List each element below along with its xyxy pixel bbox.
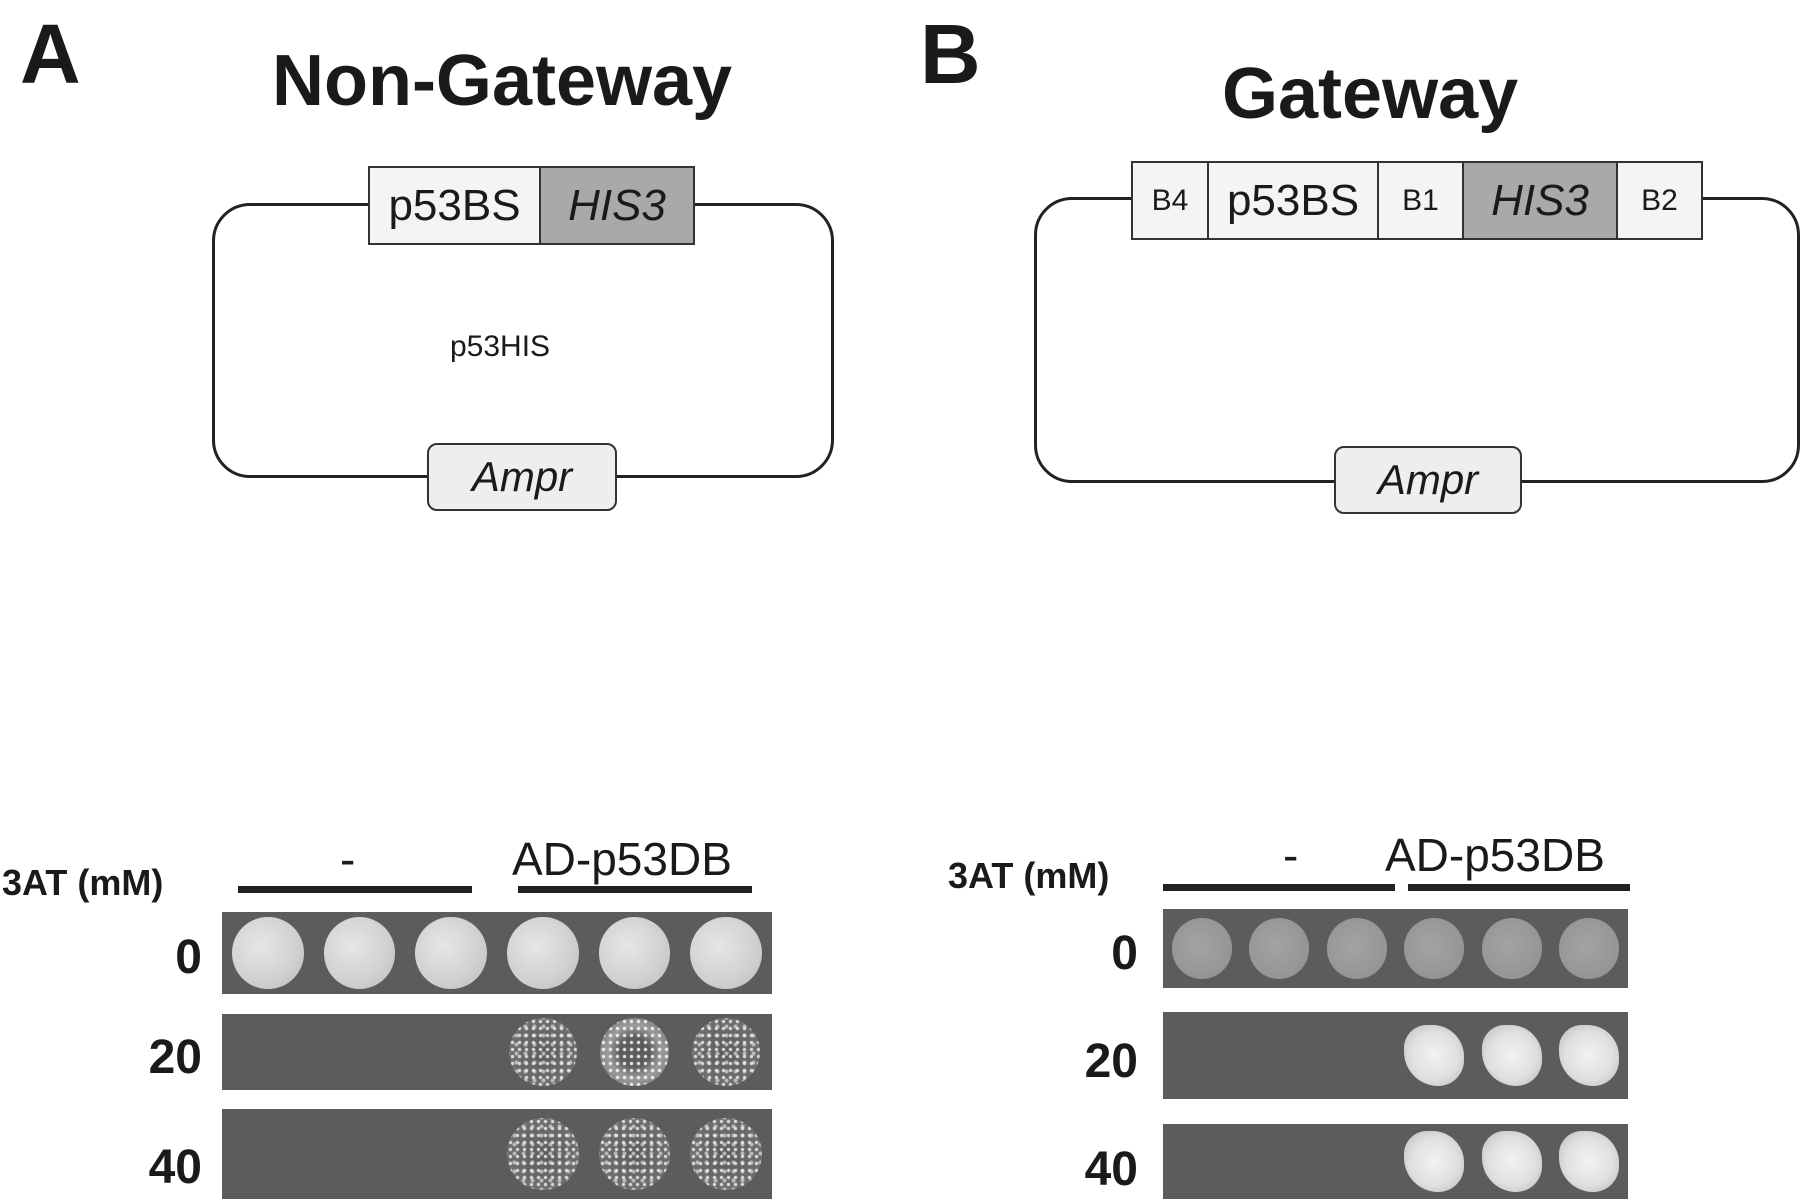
plate-strip-0-b: [1163, 909, 1628, 988]
growth-spot: [1249, 1131, 1309, 1191]
growth-spot: [1327, 1131, 1387, 1191]
segment-b4-b: B4: [1131, 161, 1209, 240]
group-bar-neg-b: [1163, 884, 1395, 891]
row-label-0-a: 0: [122, 930, 202, 985]
segment-his3-b: HIS3: [1462, 161, 1618, 240]
growth-spot: [1249, 918, 1309, 978]
plate-strip-20-b: [1163, 1012, 1628, 1099]
growth-spot: [1559, 1131, 1619, 1191]
growth-spot: [690, 917, 762, 989]
group-label-ad-b: AD-p53DB: [1385, 828, 1605, 882]
panel-title-a: Non-Gateway: [272, 45, 732, 117]
growth-spot: [1249, 1025, 1309, 1085]
group-bar-ad-b: [1408, 884, 1630, 891]
growth-spot: [1172, 918, 1232, 978]
row-label-40-a: 40: [122, 1140, 202, 1195]
plasmid-name-a: p53HIS: [450, 330, 550, 364]
panel-letter-b: B: [920, 12, 981, 96]
segment-b1-b: B1: [1377, 161, 1464, 240]
growth-spot: [1559, 918, 1619, 978]
growth-spot: [1482, 918, 1542, 978]
growth-spot: [1559, 1025, 1619, 1085]
growth-spot: [417, 1018, 485, 1086]
segment-b2-b: B2: [1616, 161, 1703, 240]
panel-letter-a: A: [20, 12, 81, 96]
plate-strip-40-b: [1163, 1124, 1628, 1199]
growth-spot: [507, 917, 579, 989]
group-bar-neg-a: [238, 886, 472, 893]
growth-spot: [509, 1018, 577, 1086]
group-label-neg-a: -: [340, 832, 355, 886]
row-label-20-b: 20: [1058, 1034, 1138, 1089]
group-label-ad-a: AD-p53DB: [512, 832, 732, 886]
growth-spot: [415, 917, 487, 989]
row-label-20-a: 20: [122, 1030, 202, 1085]
row-label-40-b: 40: [1058, 1142, 1138, 1197]
growth-spot: [599, 1118, 671, 1190]
plate-strip-20-a: [222, 1014, 772, 1090]
growth-spot: [415, 1118, 487, 1190]
growth-spot: [325, 1018, 393, 1086]
segment-p53bs-a: p53BS: [368, 166, 541, 245]
label-3at-a: 3AT (mM): [2, 862, 163, 904]
growth-spot: [1404, 1025, 1464, 1085]
marker-ampr-a: Ampr: [427, 443, 617, 511]
growth-spot: [690, 1118, 762, 1190]
panel-title-b: Gateway: [1222, 58, 1518, 130]
growth-spot: [599, 917, 671, 989]
growth-spot: [1327, 1025, 1387, 1085]
growth-spot: [324, 917, 396, 989]
growth-spot: [692, 1018, 760, 1086]
growth-spot: [1404, 1131, 1464, 1191]
segment-his3-a: HIS3: [539, 166, 695, 245]
growth-spot: [232, 1118, 304, 1190]
growth-spot: [507, 1118, 579, 1190]
marker-ampr-b: Ampr: [1334, 446, 1522, 514]
growth-spot: [600, 1018, 668, 1086]
segment-p53bs-b: p53BS: [1207, 161, 1379, 240]
group-bar-ad-a: [518, 886, 752, 893]
label-3at-b: 3AT (mM): [948, 855, 1109, 897]
group-label-neg-b: -: [1283, 828, 1298, 882]
growth-spot: [324, 1118, 396, 1190]
growth-spot: [1172, 1131, 1232, 1191]
growth-spot: [232, 917, 304, 989]
growth-spot: [1482, 1131, 1542, 1191]
plate-strip-40-a: [222, 1109, 772, 1199]
growth-spot: [1172, 1025, 1232, 1085]
growth-spot: [234, 1018, 302, 1086]
plate-strip-0-a: [222, 912, 772, 994]
growth-spot: [1327, 918, 1387, 978]
row-label-0-b: 0: [1058, 926, 1138, 981]
growth-spot: [1404, 918, 1464, 978]
growth-spot: [1482, 1025, 1542, 1085]
